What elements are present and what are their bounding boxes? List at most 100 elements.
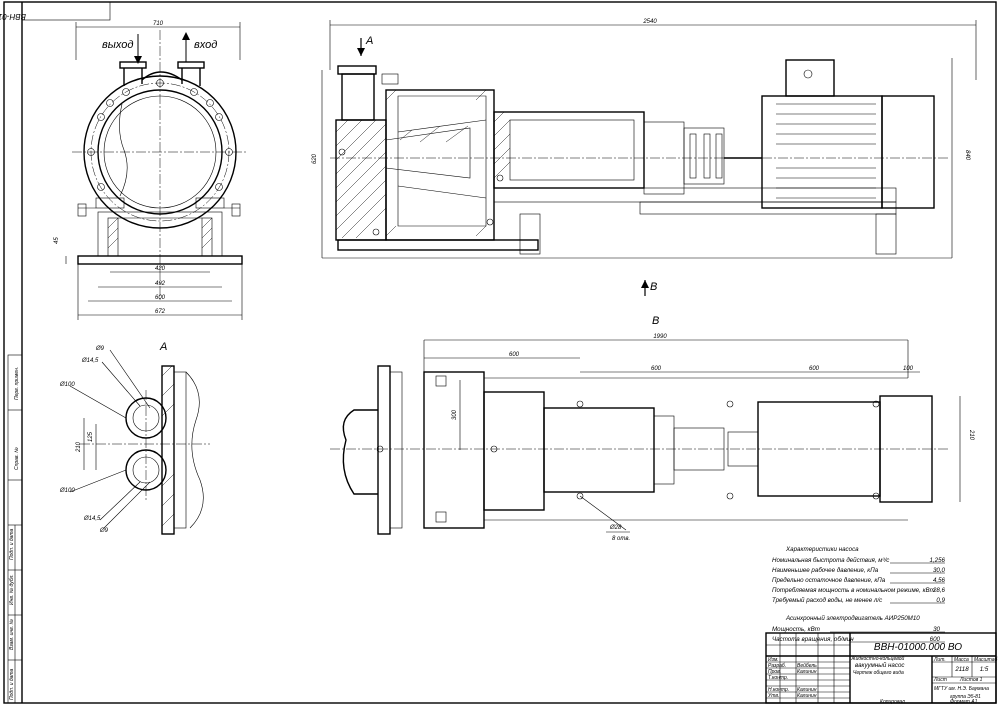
label-view-b-marker: B xyxy=(650,281,657,293)
dim-plan-600-a: 600 xyxy=(651,366,662,372)
stamp-label: Подп. и дата xyxy=(9,528,15,560)
section-a-view: A Ø9 Ø14,5 Ø100 Ø100 Ø14,5 Ø9 210 xyxy=(59,341,210,535)
stamp-label: Инв. № дубл. xyxy=(9,574,15,605)
view-b-arrow-icon xyxy=(641,280,649,288)
front-view: 710 выход вход xyxy=(54,21,248,320)
dim-side-840: 840 xyxy=(964,150,970,161)
spec-row: Номинальная быстрота действия, м³/с 1,25… xyxy=(772,557,946,564)
dim-plan-300: 300 xyxy=(452,409,458,420)
dim-front-600: 600 xyxy=(155,295,166,301)
role-label: Изм. xyxy=(768,657,779,663)
outlet-arrow-icon xyxy=(134,56,142,64)
scale-value: 1:5 xyxy=(980,666,989,673)
dim-a-phi100-top: Ø100 xyxy=(59,382,75,388)
svg-text:Частота вращения, об/мин: Частота вращения, об/мин xyxy=(772,636,854,643)
spec-row: Требуемый расход воды, не менее л/с 0,9 xyxy=(772,597,946,604)
dim-front-672: 672 xyxy=(155,309,166,315)
label-section-a-marker: A xyxy=(365,35,373,47)
svg-text:Наименьшее рабочее давление, к: Наименьшее рабочее давление, кПа xyxy=(772,567,879,574)
dim-a-phi145-bot: Ø14,5 xyxy=(83,516,101,522)
svg-text:4,56: 4,56 xyxy=(933,577,946,584)
bearing-housing xyxy=(493,111,645,189)
section-a-arrow-icon xyxy=(357,48,365,56)
role-label: Н.контр. xyxy=(768,687,789,693)
dim-a-phi9-bot: Ø9 xyxy=(99,528,109,534)
title-block: ВВН-01000.000 ВО Жидкостно-кольцевой вак… xyxy=(765,632,998,704)
coupling xyxy=(683,127,725,185)
side-view: 2540 840 620 A xyxy=(312,19,977,296)
mass-value: 2118 xyxy=(954,666,969,673)
dim-a-210: 210 xyxy=(76,441,82,453)
dim-front-h: 45 xyxy=(54,237,60,244)
sheet-frame xyxy=(3,1,997,704)
person-name: Калинин xyxy=(797,669,817,675)
svg-text:28,6: 28,6 xyxy=(932,587,946,594)
stamp-label: Справ. № xyxy=(14,447,20,470)
electric-motor xyxy=(761,95,883,209)
svg-text:Предельно остаточное давление,: Предельно остаточное давление, кПа xyxy=(772,577,886,584)
label-outlet: выход xyxy=(102,39,133,51)
motor-row: Частота вращения, об/мин 600 xyxy=(772,636,945,643)
role-label: Разраб. xyxy=(768,663,786,669)
dim-side-length: 2540 xyxy=(642,19,657,25)
dim-front-420: 420 xyxy=(155,266,166,272)
product-name: Жидкостно-кольцевой xyxy=(850,655,905,662)
copied-label: Копировал xyxy=(880,699,905,705)
dim-a-phi9-top: Ø9 xyxy=(95,346,105,352)
plan-view-b: B 1990 600 600 600 100 xyxy=(330,315,974,542)
role-label: Т.контр. xyxy=(768,675,788,681)
person-name: Вейбель xyxy=(797,662,817,669)
dim-plan-210: 210 xyxy=(968,429,974,441)
svg-text:Требуемый расход воды, не мене: Требуемый расход воды, не менее л/с xyxy=(772,597,883,604)
spec-row: Предельно остаточное давление, кПа 4,56 xyxy=(772,577,946,584)
label-view-b: B xyxy=(652,315,659,327)
sheet-label: Лист xyxy=(933,677,947,683)
dim-front-width: 710 xyxy=(153,21,164,27)
stamp-label: Взам. инв. № xyxy=(9,618,15,650)
title-code: ВВН-01000.000 ВО xyxy=(874,642,962,653)
svg-text:Мощность, кВт: Мощность, кВт xyxy=(772,626,820,633)
motor-row: Мощность, кВт 30 xyxy=(772,626,945,633)
format-label: Формат А1 xyxy=(950,699,978,705)
svg-text:1,256: 1,256 xyxy=(930,557,946,564)
product-name: вакуумный насос xyxy=(855,662,905,669)
dim-plan-1990: 1990 xyxy=(653,334,667,340)
drawing-type: Чертеж общего вида xyxy=(853,670,904,676)
role-label: Утв. xyxy=(768,693,779,699)
stamp-label: Перв. примен. xyxy=(14,367,20,400)
dim-a-phi145-top: Ø14,5 xyxy=(81,358,99,364)
dim-plan-100: 100 xyxy=(903,366,914,372)
svg-text:Потребляемая мощность в номина: Потребляемая мощность в номинальном режи… xyxy=(772,587,935,594)
spec-row: Потребляемая мощность в номинальном режи… xyxy=(772,587,946,594)
side-stamp-strip: Перв. примен. Справ. № Подп. и дата Инв.… xyxy=(7,354,23,704)
sheets-label: Листов 1 xyxy=(959,677,983,683)
dim-plan-hole: Ø28 xyxy=(609,525,622,531)
inlet-arrow-icon xyxy=(182,32,190,40)
mass-label: Масса xyxy=(954,657,969,663)
dim-plan-600-b: 600 xyxy=(809,366,820,372)
org-line1: МГТУ им. Н.Э. Баумана xyxy=(934,686,989,692)
svg-text:0,9: 0,9 xyxy=(936,597,945,604)
scale-label: Масштаб xyxy=(974,657,998,663)
person-name: Калинин xyxy=(797,693,817,699)
dim-a-phi100-bot: Ø100 xyxy=(59,488,75,494)
dim-plan-holes-note: 8 отв. xyxy=(612,536,630,542)
dim-front-492: 492 xyxy=(155,281,166,287)
dim-plan-600-left: 600 xyxy=(509,352,520,358)
person-name: Калинин xyxy=(797,687,817,693)
lit-label: Лит. xyxy=(933,657,946,663)
svg-text:30,0: 30,0 xyxy=(933,567,946,574)
corner-code-box: ВВН-01000.000 ВО xyxy=(0,1,111,21)
stamp-label: Подп. и дата xyxy=(9,668,15,700)
svg-text:Номинальная быстрота действия,: Номинальная быстрота действия, м³/с xyxy=(772,557,890,564)
svg-text:600: 600 xyxy=(930,636,941,643)
org-line2: группа Э5-81 xyxy=(950,694,981,700)
label-section-a: A xyxy=(159,341,167,353)
pump-casing xyxy=(335,119,387,241)
motor-heading: Асинхронный электродвигатель АИР250М10 xyxy=(785,615,920,622)
spec-heading: Характеристики насоса xyxy=(785,546,859,553)
dim-a-125: 125 xyxy=(88,431,94,442)
label-inlet: вход xyxy=(194,39,217,51)
